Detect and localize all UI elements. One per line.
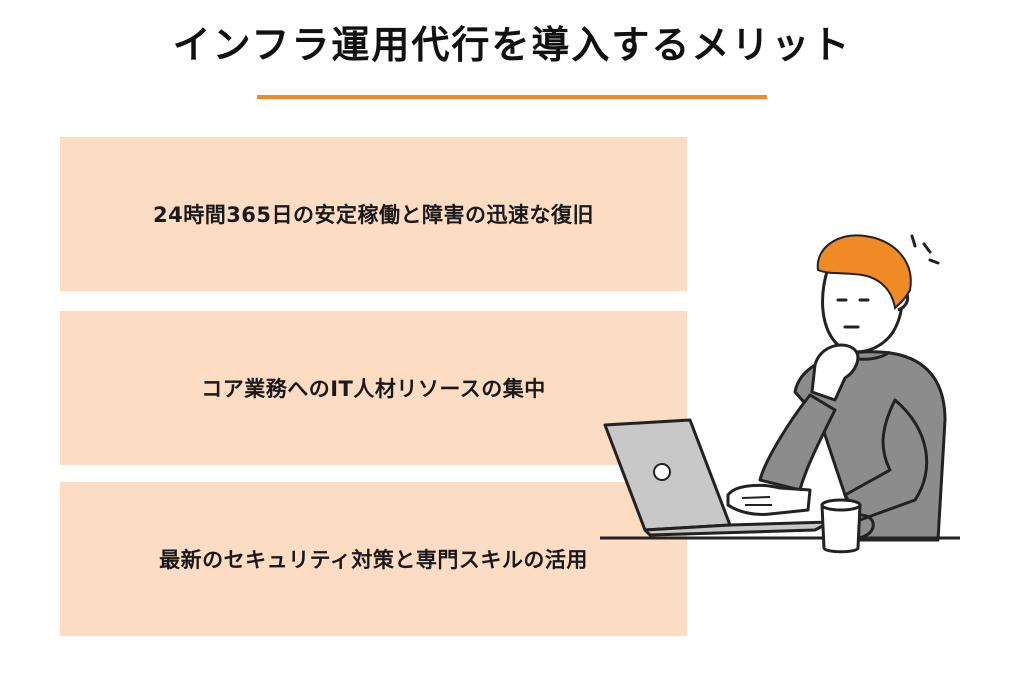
hair-shape	[816, 234, 912, 311]
sweater-arm	[843, 398, 929, 522]
benefit-label: 最新のセキュリティ対策と専門スキルの活用	[159, 548, 588, 572]
mug-shape	[820, 503, 862, 554]
hand-at-chin	[810, 343, 860, 402]
benefit-label: 24時間365日の安定稼働と障害の迅速な復旧	[152, 203, 595, 227]
benefit-card-2: コア業務へのIT人材リソースの集中	[60, 311, 687, 465]
title-underline	[257, 95, 767, 99]
benefit-card-1: 24時間365日の安定稼働と障害の迅速な復旧	[60, 137, 687, 291]
page-title: インフラ運用代行を導入するメリット	[172, 23, 852, 67]
benefit-label: コア業務へのIT人材リソースの集中	[201, 377, 546, 401]
benefit-card-3: 最新のセキュリティ対策と専門スキルの活用	[60, 482, 687, 636]
sweater-raised-arm	[758, 393, 837, 492]
typing-hand	[726, 483, 812, 516]
thinking-man-illustration	[600, 234, 960, 554]
